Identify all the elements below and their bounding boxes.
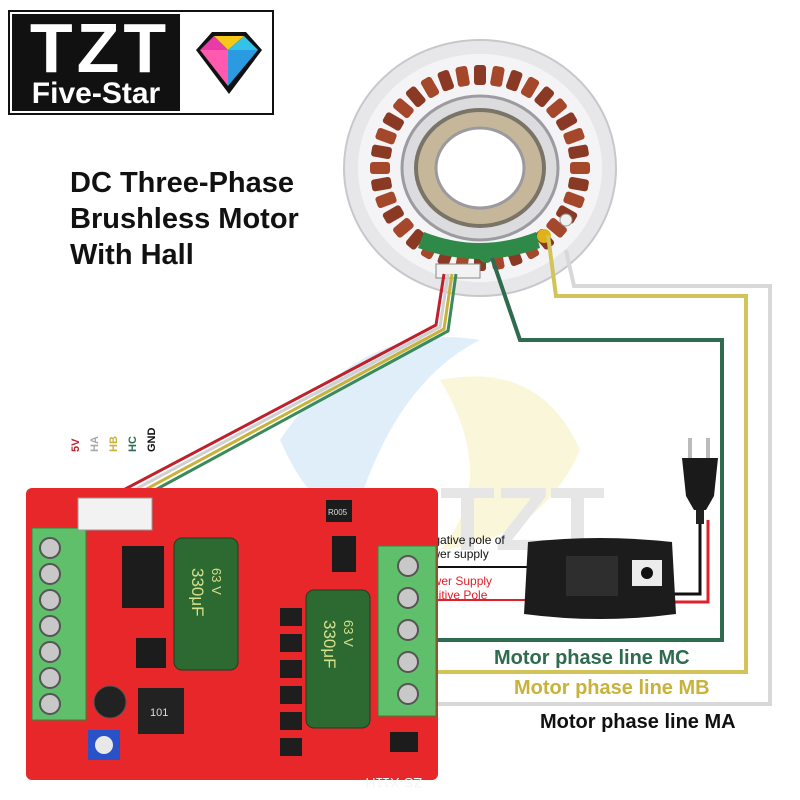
hall-wire-bundle: [111, 273, 458, 504]
stator-coil: [382, 205, 404, 224]
terminal-screw: [39, 667, 61, 689]
hall-wire-label-5v: 5V: [70, 438, 82, 452]
phase-label-mc: Motor phase line MC: [494, 647, 690, 669]
negative-pole-label-1: Negative pole of: [418, 533, 505, 547]
psu-output-red: [672, 520, 710, 604]
hall-wire-label-gnd: GND: [146, 427, 158, 452]
terminal-screw: [39, 537, 61, 559]
terminal-screw: [397, 683, 419, 705]
psu-output-black: [672, 520, 702, 596]
stator-coil: [405, 228, 426, 250]
stator-coil: [382, 112, 404, 131]
phase-wire-mc: [420, 257, 724, 642]
title-line-1: DC Three-Phase: [70, 167, 295, 199]
stator-coil: [405, 86, 426, 108]
stator-coil: [370, 162, 390, 174]
logo-brand-text: TZT: [29, 9, 171, 87]
stator-coil: [474, 65, 486, 85]
board-model-label: ZS-X11H: [365, 775, 422, 788]
stator-coil: [563, 127, 585, 145]
brand-logo: TZT Five-Star: [8, 9, 274, 115]
terminal-screw: [397, 619, 419, 641]
stator-coil: [505, 70, 523, 92]
stator-coil: [371, 176, 392, 192]
terminal-screw: [39, 589, 61, 611]
chip-label: R005: [328, 508, 348, 517]
stator-coil: [546, 217, 567, 238]
title-line-2: Brushless Motor: [70, 203, 299, 235]
phase-wire-mb: [420, 234, 748, 674]
logo-black-panel: TZT Five-Star: [12, 9, 180, 111]
capacitor-1-voltage: 63 V: [209, 568, 224, 595]
terminal-screw: [397, 555, 419, 577]
power-supply-adapter: [524, 538, 676, 619]
terminal-screw: [39, 563, 61, 585]
terminal-screw: [39, 641, 61, 663]
terminal-screw: [397, 651, 419, 673]
terminal-screw: [39, 615, 61, 637]
hall-wire-label-hb: HB: [108, 436, 120, 452]
watermark-logo: TZT: [280, 337, 605, 570]
terminal-screw: [397, 587, 419, 609]
stator-coil: [375, 191, 397, 209]
stator-coil: [490, 65, 505, 87]
stator-coil: [520, 76, 540, 99]
capacitor-1-rating: 330μF: [188, 568, 207, 617]
mosfet: [280, 608, 302, 626]
inductor-label: 101: [150, 707, 168, 719]
phase-wire-ma: [420, 249, 772, 706]
diamond-icon: [196, 32, 262, 94]
stator-coil: [556, 112, 578, 131]
logo-tagline: Five-Star: [31, 77, 161, 110]
mosfet: [280, 660, 302, 678]
mosfet: [280, 712, 302, 730]
stator-coil: [375, 127, 397, 145]
mosfet: [280, 686, 302, 704]
terminal-screw: [39, 693, 61, 715]
stator-coil: [437, 70, 455, 92]
title-line-3: With Hall: [70, 239, 194, 271]
phase-label-ma: Motor phase line MA: [540, 711, 736, 733]
stator-coil: [393, 217, 414, 238]
mosfet: [280, 738, 302, 756]
controller-board: R005 330μF 63 V 330μF 63 V 101 ZS-X11H: [26, 488, 438, 788]
stator-coil: [371, 144, 392, 160]
stator-coil: [546, 98, 567, 119]
power-plug-icon: [682, 438, 718, 524]
hall-wire-label-ha: HA: [89, 436, 101, 452]
hall-wire-label-hc: HC: [127, 436, 139, 452]
capacitor-2-rating: 330μF: [320, 620, 339, 669]
stator-coil: [568, 176, 589, 192]
stator-coil: [455, 65, 470, 87]
brushless-motor: [343, 39, 617, 297]
stator-coil: [563, 191, 585, 209]
stator-coil: [570, 162, 590, 174]
stator-coil: [534, 86, 555, 108]
capacitor-2-voltage: 63 V: [341, 620, 356, 647]
phase-label-mb: Motor phase line MB: [514, 677, 710, 699]
stator-coil: [568, 144, 589, 160]
stator-coil: [420, 76, 440, 99]
stator-coil: [393, 98, 414, 119]
mosfet: [280, 634, 302, 652]
